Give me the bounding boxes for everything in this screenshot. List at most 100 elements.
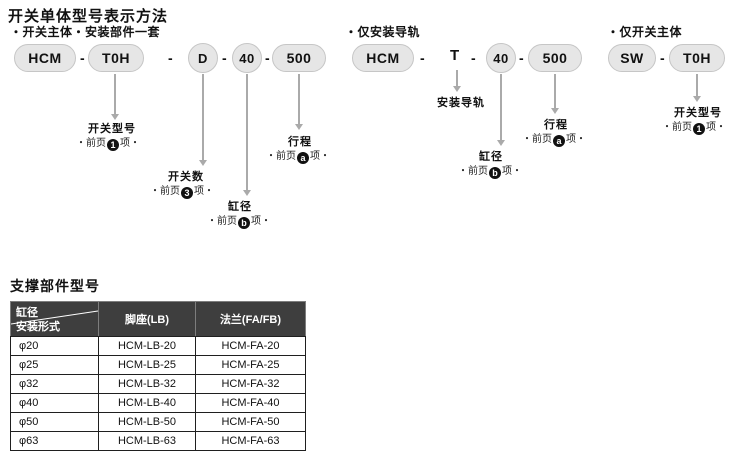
callout-arrow-switch-model [693,74,701,102]
ref-prefix: ・前页 [522,134,552,145]
cell-bore: φ20 [10,336,99,356]
ref-badge-icon: a [297,152,309,164]
model-box-bore: 40 [486,43,516,73]
callout-arrow-switch-qty [199,74,207,166]
model-box-stroke: 500 [272,44,326,72]
ref-suffix: 项・ [566,134,586,145]
ref-badge-icon: 1 [693,123,705,135]
ref-suffix: 项・ [120,138,140,149]
callout-label-stroke: 行程 [288,136,312,148]
corner-label-mount: 安装形式 [16,321,60,333]
ref-suffix: 项・ [310,151,330,162]
ref-prefix: ・前页 [662,122,692,133]
model-box-stroke: 500 [528,44,582,72]
cell-foot-model: HCM-LB-40 [98,393,196,413]
model-box-series: HCM [14,44,76,72]
page-title: 开关单体型号表示方法 [8,8,169,25]
cell-foot-model: HCM-LB-20 [98,336,196,356]
corner-label-bore: 缸径 [16,307,38,319]
table-row: φ50 HCM-LB-50 HCM-FA-50 [10,412,306,432]
diagram1-caption: ・开关主体・安装部件一套 [10,25,161,39]
callout-arrow-stroke [295,74,303,130]
model-box-bore: 40 [232,43,262,73]
callout-arrow-rail [453,70,461,92]
cell-bore: φ40 [10,393,99,413]
dash-separator: - [519,50,524,66]
cell-foot-model: HCM-LB-50 [98,412,196,432]
callout-label-switch-model: 开关型号 [674,107,722,119]
support-parts-table: 缸径 安装形式 脚座(LB) 法兰(FA/FB) φ20 HCM-LB-20 H… [10,301,306,451]
corner-header-cell: 缸径 安装形式 [10,301,99,337]
column-header-foot: 脚座(LB) [98,301,196,337]
ref-suffix: 项・ [251,216,271,227]
ref-suffix: 项・ [194,186,214,197]
dash-separator: - [168,50,173,66]
table-row: φ20 HCM-LB-20 HCM-FA-20 [10,336,306,356]
cell-bore: φ25 [10,355,99,375]
dash-separator: - [222,50,227,66]
table-header-row: 缸径 安装形式 脚座(LB) 法兰(FA/FB) [10,301,306,337]
model-segment-rail: T [450,47,460,64]
table-row: φ25 HCM-LB-25 HCM-FA-25 [10,355,306,375]
callout-label-stroke: 行程 [544,119,568,131]
table-row: φ63 HCM-LB-63 HCM-FA-63 [10,431,306,451]
model-box-switch: T0H [669,44,725,72]
callout-arrow-bore [243,74,251,196]
diagram3-caption: ・仅开关主体 [607,25,683,39]
support-table-title: 支撑部件型号 [10,278,100,294]
ref-badge-icon: b [238,217,250,229]
callout-label-bore: 缸径 [479,151,503,163]
cell-flange-model: HCM-FA-20 [195,336,306,356]
ref-prefix: ・前页 [266,151,296,162]
dash-separator: - [420,50,425,66]
ref-prefix: ・前页 [207,216,237,227]
ref-suffix: 项・ [502,166,522,177]
table-row: φ32 HCM-LB-32 HCM-FA-32 [10,374,306,394]
cell-flange-model: HCM-FA-40 [195,393,306,413]
table-row: φ40 HCM-LB-40 HCM-FA-40 [10,393,306,413]
ref-prefix: ・前页 [150,186,180,197]
callout-label-bore: 缸径 [228,201,252,213]
cell-flange-model: HCM-FA-63 [195,431,306,451]
callout-arrow-stroke [551,74,559,114]
ref-prefix: ・前页 [76,138,106,149]
model-box-series: SW [608,44,656,72]
cell-bore: φ32 [10,374,99,394]
ref-prefix: ・前页 [458,166,488,177]
ref-badge-icon: 1 [107,139,119,151]
dash-separator: - [660,50,665,66]
ref-badge-icon: 3 [181,187,193,199]
model-box-switch-qty: D [188,43,218,73]
cell-foot-model: HCM-LB-32 [98,374,196,394]
cell-flange-model: HCM-FA-32 [195,374,306,394]
model-box-switch: T0H [88,44,144,72]
callout-label-rail: 安装导轨 [437,97,485,109]
ref-badge-icon: a [553,135,565,147]
callout-arrow-switch-model [111,74,119,120]
ref-suffix: 项・ [706,122,726,133]
callout-label-switch-model: 开关型号 [88,123,136,135]
dash-separator: - [471,50,476,66]
cell-foot-model: HCM-LB-63 [98,431,196,451]
cell-bore: φ63 [10,431,99,451]
ref-badge-icon: b [489,167,501,179]
column-header-flange: 法兰(FA/FB) [195,301,306,337]
diagonal-divider-line [11,310,98,325]
dash-separator: - [80,50,85,66]
cell-flange-model: HCM-FA-25 [195,355,306,375]
model-box-series: HCM [352,44,414,72]
cell-flange-model: HCM-FA-50 [195,412,306,432]
dash-separator: - [265,50,270,66]
callout-arrow-bore [497,74,505,146]
cell-bore: φ50 [10,412,99,432]
diagram2-caption: ・仅安装导轨 [345,25,421,39]
callout-label-switch-qty: 开关数 [168,171,204,183]
